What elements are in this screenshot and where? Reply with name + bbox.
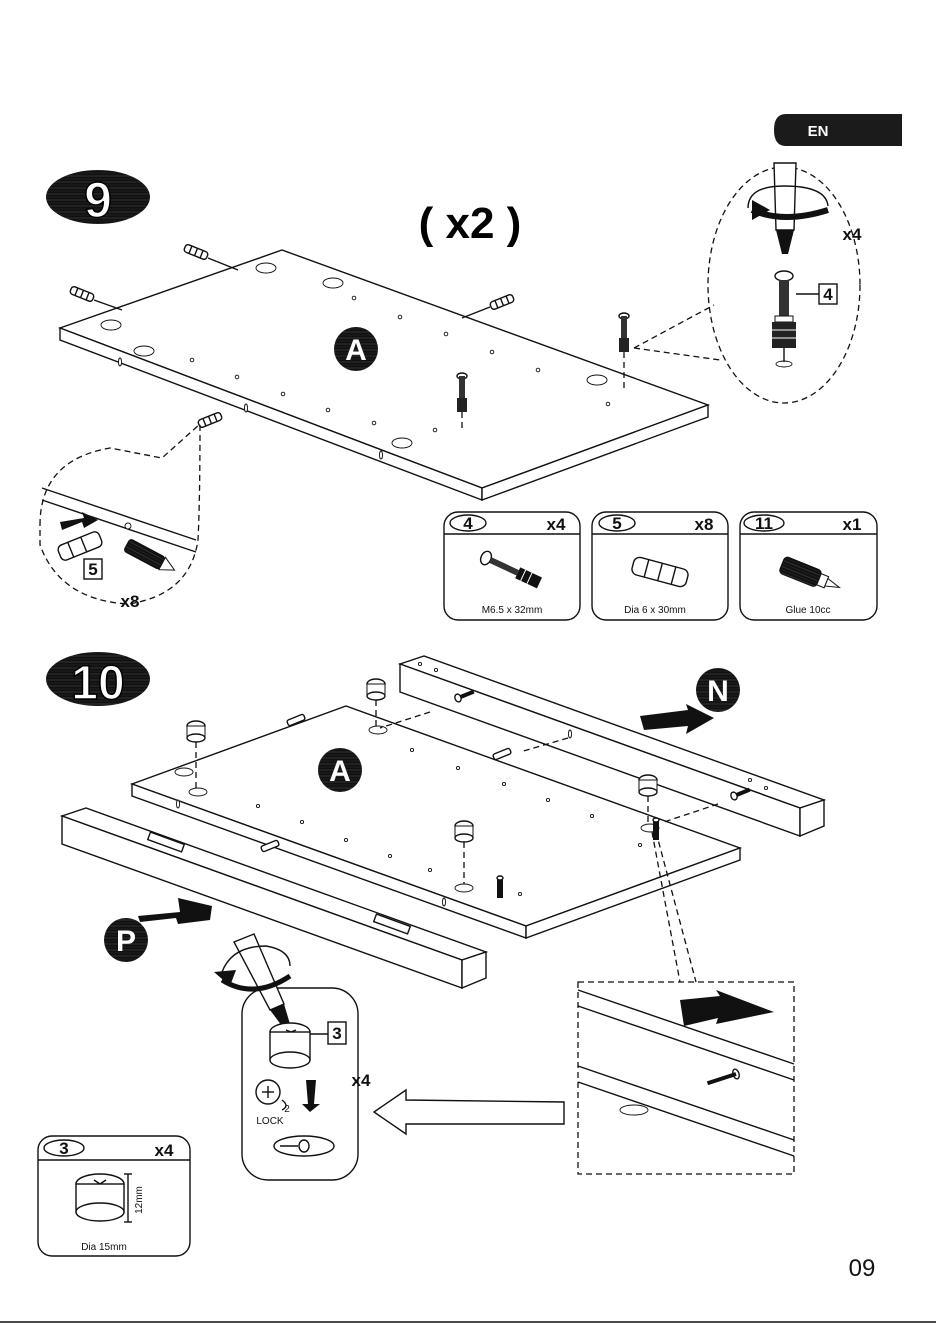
dowel-detail-callout [40, 424, 200, 604]
cam-legend-desc: Dia 15mm [81, 1242, 127, 1253]
rail-p-badge: P [104, 918, 148, 962]
dowel-detail-part-tag: 5 [84, 559, 102, 579]
part-4-qty: x4 [547, 515, 566, 534]
cam-legend-qty: x4 [155, 1141, 174, 1160]
panel-a-badge-10: A [318, 748, 362, 792]
part-5-qty: x8 [695, 515, 714, 534]
part-5-id: 5 [612, 514, 621, 533]
screw-detail-part-tag: 4 [796, 284, 837, 304]
step-9-number: 9 [84, 172, 112, 228]
rail-n-label: N [707, 675, 729, 708]
screw-detail-callout [634, 163, 860, 403]
dowel-detail-qty: x8 [121, 592, 140, 611]
detail-pointer-arrow [374, 1090, 564, 1134]
cam-callout-part-number: 3 [332, 1024, 341, 1043]
cam-tightening-callout [214, 934, 358, 1180]
dowel-detail-part-number: 5 [88, 560, 97, 579]
language-label: EN [808, 123, 829, 140]
cam-legend-height: 12mm [134, 1186, 145, 1214]
panel-a-label-10: A [329, 755, 351, 788]
panel-a-label-9: A [345, 334, 367, 367]
lock-label: LOCK [256, 1116, 284, 1127]
cam-callout-qty: x4 [352, 1071, 371, 1090]
cam-legend-box: 3 x4 12mm Dia 15mm [38, 1136, 190, 1256]
step-10-number: 10 [71, 657, 124, 710]
part-11-id: 11 [755, 514, 773, 533]
language-tab: EN [774, 114, 902, 146]
part-4-id: 4 [463, 514, 473, 533]
step-9-panel [60, 250, 708, 500]
part-box-4: 4 x4 M6.5 x 32mm [444, 512, 580, 620]
parts-list: 4 x4 M6.5 x 32mm 5 x8 Dia 6 x [444, 512, 877, 620]
panel-a-badge-9: A [334, 327, 378, 371]
screw-detail-qty: x4 [843, 225, 862, 244]
part-5-desc: Dia 6 x 30mm [624, 605, 686, 616]
rail-n-arrow [640, 704, 714, 734]
lock-step-number: 2 [284, 1104, 290, 1115]
screw-detail-part-number: 4 [823, 285, 833, 304]
rail-n-badge: N [696, 668, 740, 712]
step-10-badge: 10 [46, 652, 150, 710]
part-box-5: 5 x8 Dia 6 x 30mm [592, 512, 728, 620]
cam-legend-id: 3 [59, 1139, 68, 1158]
part-11-qty: x1 [843, 515, 862, 534]
part-11-desc: Glue 10cc [785, 605, 830, 616]
rail-p-arrow [138, 898, 212, 924]
page-number: 09 [849, 1255, 876, 1282]
part-4-desc: M6.5 x 32mm [482, 605, 543, 616]
step-9-multiplier: ( x2 ) [419, 199, 522, 248]
part-box-11: 11 x1 Glue 10cc [740, 512, 877, 620]
step-9-badge: 9 [46, 170, 150, 228]
rail-p-label: P [116, 925, 136, 958]
cam-callout-part-tag: 3 [328, 1022, 346, 1044]
